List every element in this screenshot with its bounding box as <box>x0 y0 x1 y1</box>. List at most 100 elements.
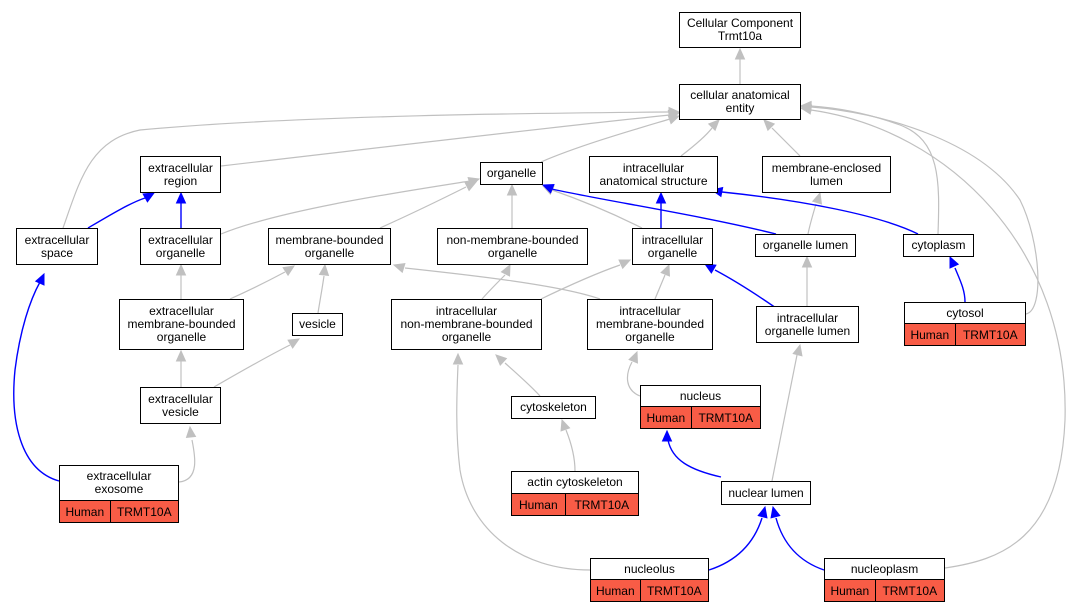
term-node-extracellular-organelle[interactable]: extracellular organelle <box>140 228 221 265</box>
term-label: organelle <box>486 166 537 180</box>
arrowhead-icon <box>660 263 670 277</box>
edge-is-a <box>560 418 576 472</box>
arrowhead-icon <box>560 418 571 432</box>
term-node-intracellular-anatomical-structure[interactable]: intracellular anatomical structure <box>589 156 718 193</box>
term-node-membrane-enclosed-lumen[interactable]: membrane-enclosed lumen <box>762 156 891 193</box>
term-label: vesicle <box>299 317 336 331</box>
edge-line <box>708 517 763 571</box>
term-node-intracellular-organelle[interactable]: intracellular organelle <box>632 228 713 265</box>
edge-part-of <box>541 184 777 235</box>
edge-line <box>220 114 671 167</box>
edge-line <box>565 429 576 472</box>
term-label: actin cytoskeleton <box>527 475 623 489</box>
arrowhead-icon <box>618 259 632 270</box>
term-node-membrane-bounded-organelle[interactable]: membrane-bounded organelle <box>268 228 391 265</box>
arrowhead-icon <box>763 119 776 132</box>
edge-is-a <box>495 354 541 397</box>
edge-is-a <box>540 259 632 300</box>
edge-line <box>954 267 966 303</box>
arrowhead-icon <box>392 262 406 274</box>
term-label: cellular anatomical entity <box>690 88 790 115</box>
arrowhead-icon <box>811 191 823 205</box>
edge-line <box>810 105 940 235</box>
annotation-species: Human <box>830 583 870 598</box>
term-node-vesicle[interactable]: vesicle <box>292 313 343 336</box>
term-node-intracellular-nmbo[interactable]: intracellular non-membrane-bounded organ… <box>391 299 542 350</box>
edge-is-a <box>175 349 187 387</box>
term-label: membrane-enclosed lumen <box>771 160 882 188</box>
edge-is-a <box>734 47 746 84</box>
arrowhead-icon <box>801 255 813 268</box>
edge-part-of <box>661 429 722 478</box>
term-node-extracellular-region[interactable]: extracellular region <box>140 156 221 193</box>
term-label: intracellular membrane-bounded organelle <box>595 304 705 344</box>
edge-part-of <box>13 272 60 482</box>
term-label: non-membrane-bounded organelle <box>446 232 579 260</box>
term-node-extracellular-vesicle[interactable]: extracellular vesicle <box>140 387 221 424</box>
edge-is-a <box>799 101 1039 315</box>
term-label: extracellular space <box>24 232 90 260</box>
annotation-species: Human <box>518 497 558 512</box>
term-node-non-membrane-bounded-organelle[interactable]: non-membrane-bounded organelle <box>437 228 588 265</box>
term-node-root[interactable]: Cellular Component Trmt10a <box>679 12 801 48</box>
term-node-cae[interactable]: cellular anatomical entity <box>679 84 801 120</box>
term-node-organelle[interactable]: organelle <box>480 162 543 185</box>
edge-is-a <box>506 183 518 228</box>
edge-line <box>775 517 825 571</box>
term-label: intracellular organelle <box>641 232 704 260</box>
term-node-cytoplasm[interactable]: cytoplasm <box>903 234 974 257</box>
arrowhead-icon <box>667 114 681 125</box>
edge-line <box>540 264 621 300</box>
term-label: intracellular anatomical structure <box>599 160 708 188</box>
edge-is-a <box>178 425 197 483</box>
edge-part-of <box>949 255 966 303</box>
edge-line <box>667 439 722 478</box>
arrowhead-icon <box>541 184 555 194</box>
arrowhead-icon <box>703 263 717 274</box>
term-label: extracellular region <box>148 160 213 188</box>
term-label: intracellular non-membrane-bounded organ… <box>400 304 533 344</box>
term-node-organelle-lumen[interactable]: organelle lumen <box>755 234 856 257</box>
edge-line <box>62 111 670 229</box>
edge-line <box>551 189 643 229</box>
term-label: extracellular membrane-bounded organelle <box>127 304 236 344</box>
term-node-extracellular-mbo[interactable]: extracellular membrane-bounded organelle <box>119 299 244 350</box>
term-node-intracellular-organelle-lumen[interactable]: intracellular organelle lumen <box>756 306 859 343</box>
annotation-gene: TRMT10A <box>109 501 178 522</box>
term-node-extracellular-space[interactable]: extracellular space <box>16 228 98 265</box>
term-node-cytoskeleton[interactable]: cytoskeleton <box>511 396 596 419</box>
edge-line <box>551 188 777 235</box>
edge-is-a <box>763 119 801 157</box>
edge-is-a <box>213 338 301 388</box>
annotation-gene: TRMT10A <box>954 324 1025 345</box>
arrowhead-icon <box>655 191 667 204</box>
term-node-nuclear-lumen[interactable]: nuclear lumen <box>721 481 811 505</box>
edge-line <box>626 361 641 397</box>
annotation-species: Human <box>595 583 635 598</box>
term-label: cytosol <box>946 305 984 320</box>
arrowhead-icon <box>757 505 768 519</box>
edge-is-a <box>807 191 823 235</box>
edge-line <box>540 118 671 163</box>
edge-is-a <box>452 352 591 571</box>
edge-line <box>379 186 467 229</box>
edge-line <box>317 275 325 314</box>
edge-is-a <box>680 119 720 157</box>
term-node-intracellular-mbo[interactable]: intracellular membrane-bounded organelle <box>587 299 713 350</box>
arrowhead-icon <box>506 183 518 196</box>
edge-is-a <box>175 263 187 299</box>
annotation-gene: TRMT10A <box>874 580 944 601</box>
arrowhead-icon <box>770 505 781 519</box>
edge-is-a <box>392 262 601 300</box>
edge-line <box>229 271 286 300</box>
edge-line <box>87 197 146 229</box>
